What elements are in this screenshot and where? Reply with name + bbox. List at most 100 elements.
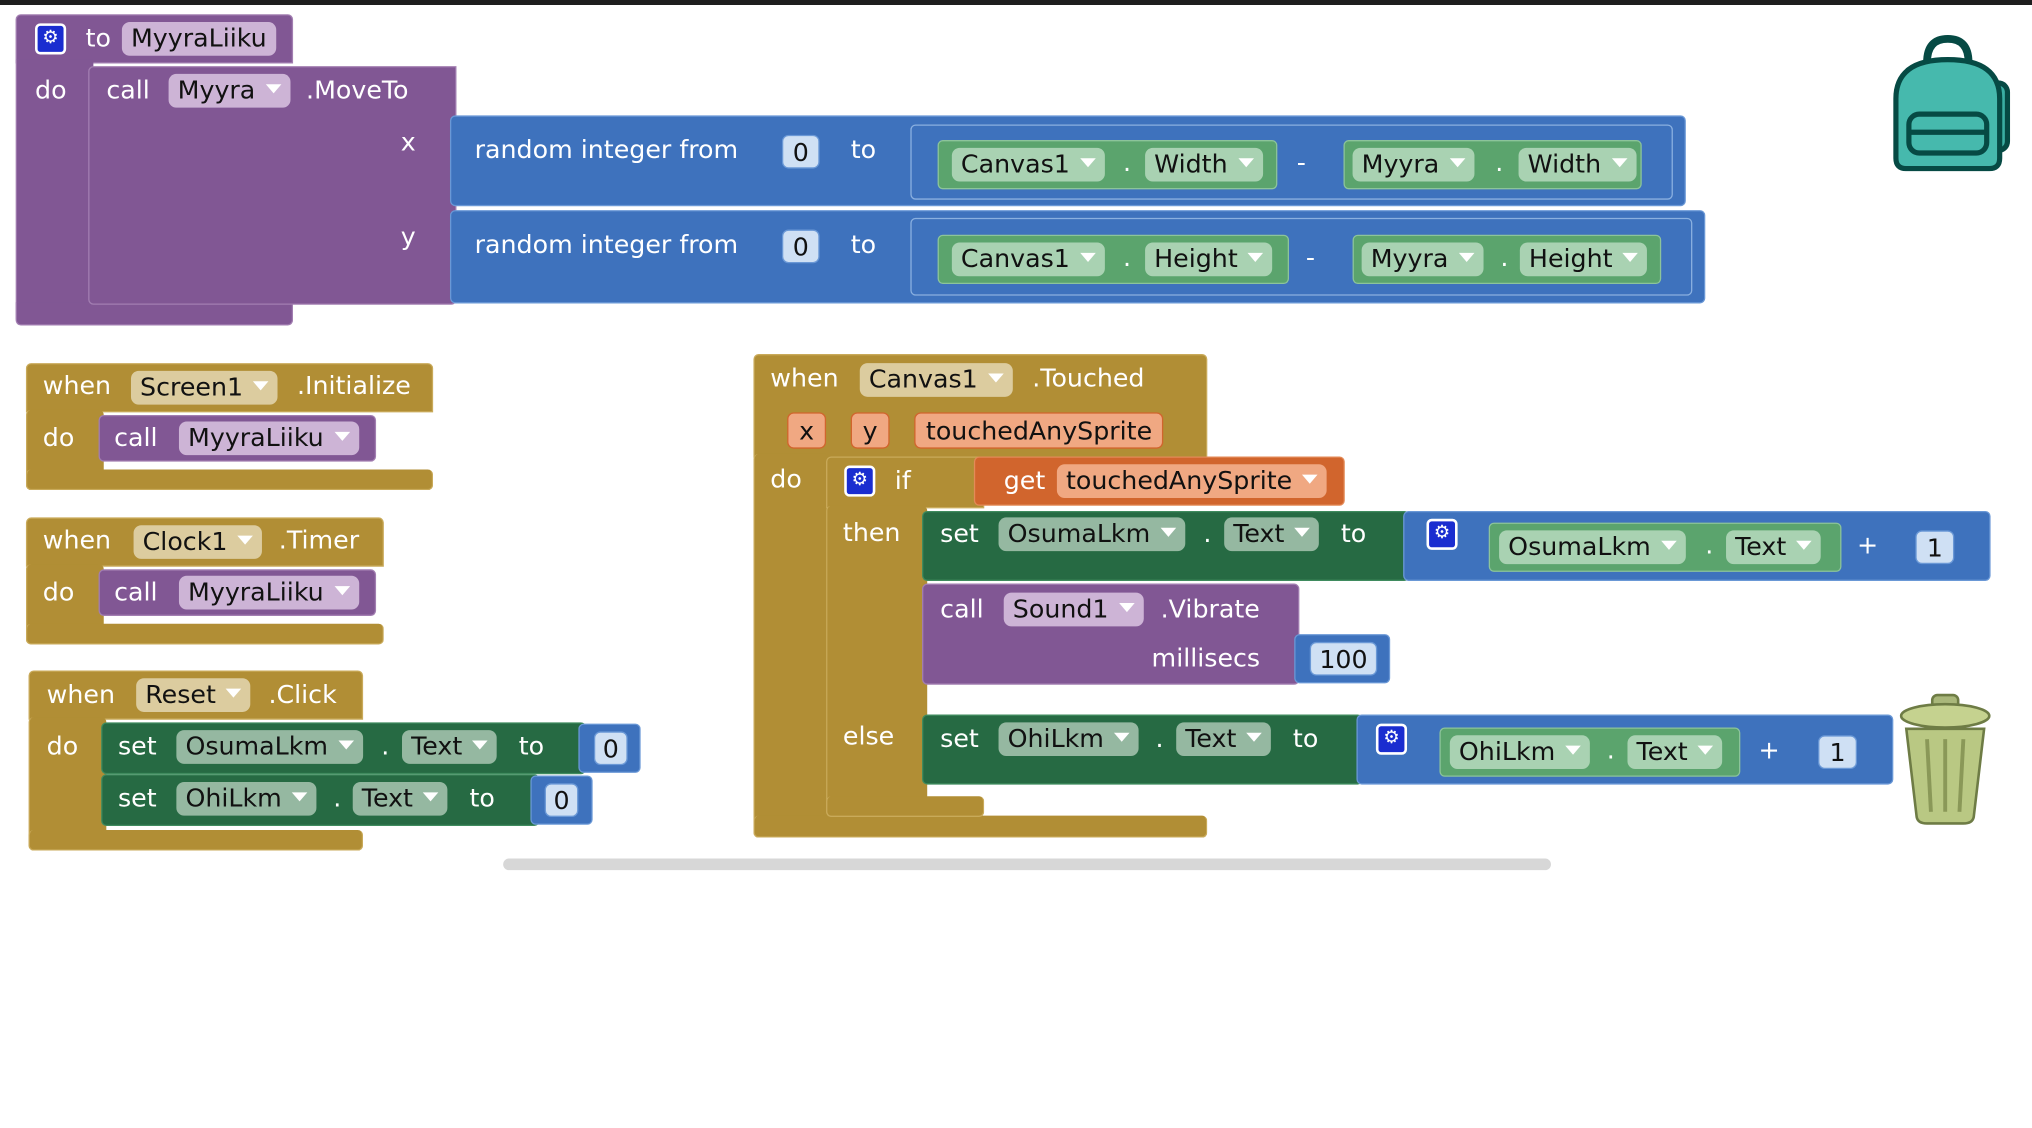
event-name-label: .Timer xyxy=(278,525,360,556)
to-label: to xyxy=(850,134,877,165)
dot-label: . xyxy=(333,783,342,814)
dot-label: . xyxy=(1606,735,1615,766)
property-dropdown-text[interactable]: Text xyxy=(1726,530,1822,565)
component-dropdown-myyra[interactable]: Myyra xyxy=(1361,242,1484,277)
plus-label: + xyxy=(1857,530,1879,561)
param-x[interactable]: x xyxy=(787,412,827,449)
gear-icon[interactable]: ⚙ xyxy=(1426,518,1458,550)
dot-label: . xyxy=(1705,530,1714,561)
call-label: call xyxy=(940,593,984,624)
set-label: set xyxy=(118,731,157,762)
minus-label: - xyxy=(1296,147,1306,178)
property-dropdown-text[interactable]: Text xyxy=(1224,517,1320,552)
number-input[interactable]: 0 xyxy=(544,783,579,817)
when-label: when xyxy=(46,679,115,710)
to-label: to xyxy=(850,229,877,260)
event-name-label: .Click xyxy=(268,679,337,710)
call-label: call xyxy=(106,75,150,106)
component-dropdown-canvas1[interactable]: Canvas1 xyxy=(859,363,1013,397)
component-dropdown-myyra[interactable]: Myyra xyxy=(168,73,291,108)
property-dropdown-height[interactable]: Height xyxy=(1145,242,1273,277)
component-dropdown-screen1[interactable]: Screen1 xyxy=(130,370,279,405)
method-label: .MoveTo xyxy=(306,75,409,106)
component-dropdown-osumalkm[interactable]: OsumaLkm xyxy=(1499,530,1686,565)
when-label: when xyxy=(42,370,112,401)
gear-icon[interactable]: ⚙ xyxy=(844,465,876,497)
set-ohilkm-text-block[interactable] xyxy=(101,774,540,827)
dot-label: . xyxy=(1123,242,1132,273)
procedure-footer xyxy=(15,302,294,326)
set-ohilkm-text-block[interactable] xyxy=(922,714,1363,785)
number-input[interactable]: 0 xyxy=(781,229,820,264)
top-border xyxy=(0,0,2032,5)
method-label: .Vibrate xyxy=(1160,593,1260,624)
property-dropdown-text[interactable]: Text xyxy=(402,730,498,764)
if-else-footer xyxy=(826,796,985,817)
call-label: call xyxy=(114,577,158,607)
component-dropdown-ohilkm[interactable]: OhiLkm xyxy=(1449,735,1591,770)
property-dropdown-text[interactable]: Text xyxy=(1627,735,1723,770)
else-label: else xyxy=(842,721,895,751)
number-input[interactable]: 1 xyxy=(1915,530,1955,565)
component-dropdown-reset[interactable]: Reset xyxy=(136,678,251,712)
gear-icon[interactable]: ⚙ xyxy=(35,23,67,55)
dot-label: . xyxy=(381,731,390,762)
dot-label: . xyxy=(1500,242,1509,273)
property-dropdown-height[interactable]: Height xyxy=(1519,242,1648,277)
component-dropdown-canvas1[interactable]: Canvas1 xyxy=(951,147,1105,182)
component-dropdown-canvas1[interactable]: Canvas1 xyxy=(951,242,1105,277)
to-label: to xyxy=(1292,723,1319,754)
component-dropdown-ohilkm[interactable]: OhiLkm xyxy=(176,781,317,816)
gear-icon[interactable]: ⚙ xyxy=(1375,723,1408,755)
y-arg-label: y xyxy=(400,221,416,252)
number-input[interactable]: 0 xyxy=(781,134,820,169)
variable-dropdown-touchedanysprite[interactable]: touchedAnySprite xyxy=(1056,464,1328,498)
property-dropdown-text[interactable]: Text xyxy=(1176,722,1272,757)
property-dropdown-width[interactable]: Width xyxy=(1145,147,1263,182)
component-dropdown-osumalkm[interactable]: OsumaLkm xyxy=(176,730,364,764)
property-dropdown-width[interactable]: Width xyxy=(1518,147,1637,182)
if-label: if xyxy=(894,465,911,496)
number-input[interactable]: 1 xyxy=(1818,735,1858,770)
event-name-label: .Touched xyxy=(1032,363,1145,393)
procedure-name-field[interactable]: MyyraLiiku xyxy=(121,22,276,56)
event-footer xyxy=(25,469,434,491)
to-label: to xyxy=(469,783,495,814)
component-dropdown-ohilkm[interactable]: OhiLkm xyxy=(998,722,1139,757)
trash-can-icon[interactable] xyxy=(1896,692,1995,827)
random-integer-label: random integer from xyxy=(474,134,739,165)
do-label: do xyxy=(35,75,67,106)
when-label: when xyxy=(42,525,112,556)
event-name-label: .Initialize xyxy=(296,370,411,401)
param-touchedanysprite[interactable]: touchedAnySprite xyxy=(914,412,1164,449)
param-y[interactable]: y xyxy=(850,412,890,449)
to-label: to xyxy=(1340,518,1367,549)
procedure-dropdown-myyraliiku[interactable]: MyyraLiiku xyxy=(178,421,359,456)
plus-label: + xyxy=(1758,735,1780,766)
horizontal-scrollbar[interactable] xyxy=(503,858,1551,871)
dot-label: . xyxy=(1123,147,1132,178)
procedure-dropdown-myyraliiku[interactable]: MyyraLiiku xyxy=(178,575,359,610)
get-label: get xyxy=(1003,465,1046,496)
component-dropdown-osumalkm[interactable]: OsumaLkm xyxy=(998,517,1186,552)
then-label: then xyxy=(842,517,901,548)
call-label: call xyxy=(114,422,158,453)
component-dropdown-myyra[interactable]: Myyra xyxy=(1352,147,1475,182)
event-footer xyxy=(25,623,384,645)
backpack-icon[interactable] xyxy=(1880,34,2015,174)
number-input[interactable]: 100 xyxy=(1309,641,1378,676)
set-label: set xyxy=(118,783,157,814)
do-label: do xyxy=(42,577,75,607)
property-dropdown-text[interactable]: Text xyxy=(352,781,448,816)
event-body-left xyxy=(28,717,107,851)
component-dropdown-sound1[interactable]: Sound1 xyxy=(1003,592,1144,627)
dot-label: . xyxy=(1495,147,1504,178)
number-input[interactable]: 0 xyxy=(593,731,628,766)
millisecs-arg-label: millisecs xyxy=(1151,643,1261,674)
if-else-left xyxy=(826,505,928,817)
to-label: to xyxy=(518,731,545,762)
event-footer xyxy=(28,829,364,851)
component-dropdown-clock1[interactable]: Clock1 xyxy=(133,525,263,559)
procedure-body-left xyxy=(15,59,94,325)
